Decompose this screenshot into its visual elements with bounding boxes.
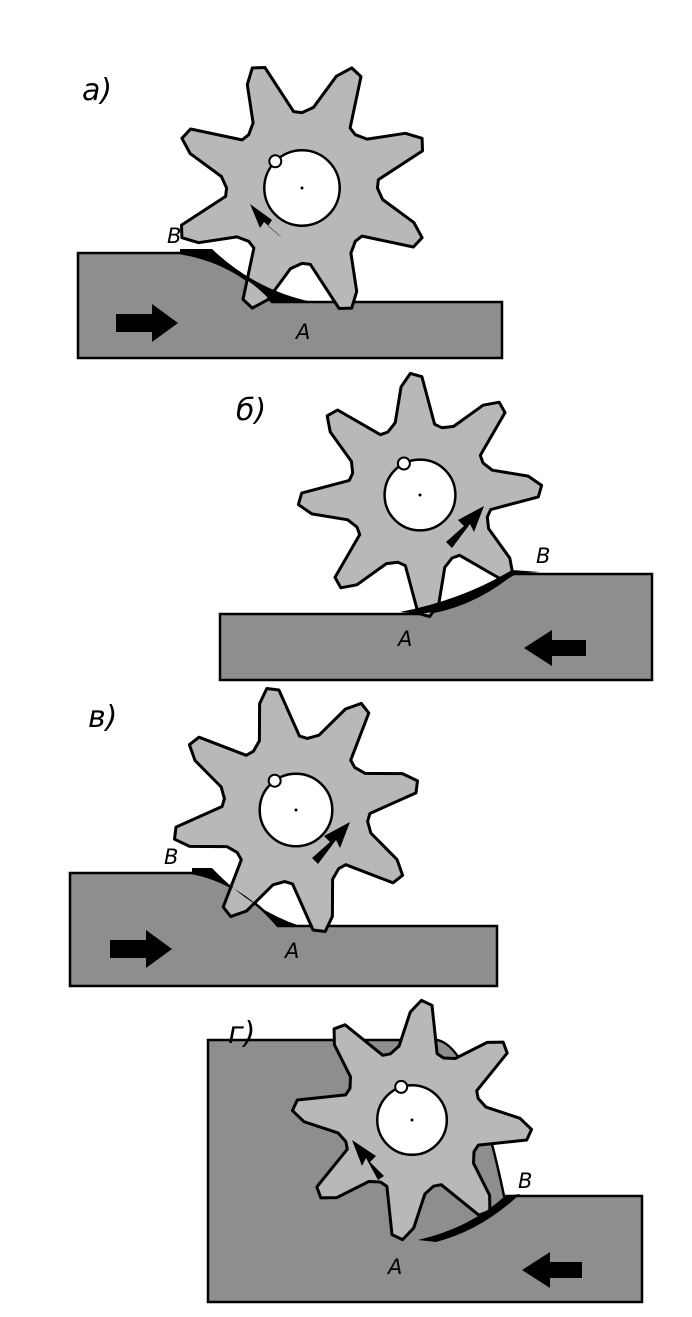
- feed-arrow: [522, 1252, 582, 1288]
- point-b-label: B: [536, 544, 550, 568]
- point-a-label: A: [386, 1255, 402, 1279]
- keyway-notch: [268, 154, 283, 169]
- center-mark: [418, 493, 422, 497]
- workpiece: [68, 871, 499, 988]
- center-mark: [410, 1118, 414, 1122]
- cutter: [290, 998, 534, 1242]
- center-mark: [294, 808, 298, 812]
- point-b-label: B: [518, 1169, 532, 1193]
- point-b-label: B: [164, 845, 178, 869]
- cutter: [296, 371, 544, 619]
- panel-label: в): [88, 700, 117, 735]
- panel-label: б): [236, 393, 266, 428]
- rotation-arrow: [250, 204, 282, 238]
- point-a-label: A: [396, 627, 412, 651]
- cutter: [173, 687, 419, 933]
- chip: [192, 868, 300, 926]
- center-mark: [300, 186, 304, 190]
- rotation-arrow: [446, 506, 484, 548]
- chip: [418, 1194, 520, 1242]
- panel-label: г): [228, 1016, 255, 1051]
- point-a-label: A: [283, 939, 299, 963]
- chip: [180, 249, 312, 302]
- feed-arrow: [524, 630, 586, 666]
- point-a-label: A: [294, 320, 310, 344]
- cutter: [180, 66, 424, 310]
- panel-a: а) B A: [76, 66, 504, 360]
- keyway-notch: [396, 456, 411, 471]
- feed-arrow: [116, 304, 178, 342]
- keyway-notch: [394, 1079, 409, 1094]
- panel-b: б) B A: [218, 371, 654, 682]
- panel-c: в) B A: [68, 687, 499, 988]
- keyway-notch: [267, 773, 282, 788]
- chip: [400, 570, 540, 614]
- panel-d: г) B A: [206, 998, 644, 1304]
- feed-arrow: [110, 930, 172, 968]
- panel-label: а): [82, 73, 112, 108]
- rotation-arrow: [352, 1140, 384, 1180]
- point-b-label: B: [167, 224, 181, 248]
- rotation-arrow: [312, 822, 350, 864]
